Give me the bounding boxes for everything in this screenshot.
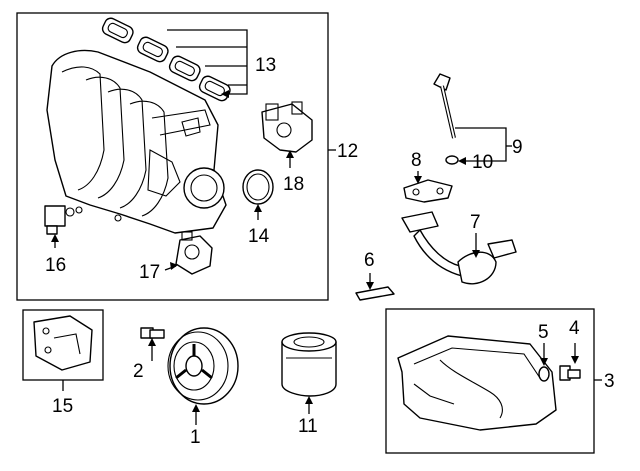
tube-gasket — [403, 179, 453, 203]
dipstick — [433, 73, 456, 139]
callout-18: 18 — [283, 174, 304, 195]
callout-17: 17 — [139, 262, 160, 283]
intake-manifold-group-frame — [16, 12, 329, 301]
callout-16: 16 — [45, 255, 66, 276]
callout-7: 7 — [470, 212, 481, 233]
baffle-bracket — [355, 286, 395, 301]
oil-pan-group-frame — [385, 308, 595, 454]
bracket — [33, 315, 93, 371]
callout-2: 2 — [133, 361, 144, 382]
oil-filter — [281, 332, 337, 397]
callout-12: 12 — [337, 141, 358, 162]
callout-8: 8 — [411, 150, 422, 171]
oil-pickup-tube — [401, 211, 517, 285]
pulley-bolt — [140, 327, 165, 339]
callout-14: 14 — [248, 226, 270, 247]
drain-washer — [538, 366, 550, 382]
callout-10: 10 — [472, 152, 493, 173]
callout-1: 1 — [190, 427, 201, 448]
oil-pan — [397, 335, 557, 431]
drain-plug — [559, 365, 581, 381]
callout-15: 15 — [52, 396, 73, 417]
intake-manifold — [46, 49, 227, 234]
intake-gaskets — [101, 17, 231, 102]
callout-11: 11 — [298, 416, 318, 437]
purge-valve — [175, 231, 213, 275]
callout-6: 6 — [364, 250, 375, 271]
arrowheads — [51, 90, 579, 412]
callout-3: 3 — [604, 371, 615, 392]
dipstick-o-ring — [445, 155, 459, 165]
callout-9: 9 — [512, 137, 523, 158]
callout-4: 4 — [569, 318, 580, 339]
control-valve — [261, 101, 313, 153]
callout-5: 5 — [538, 322, 549, 343]
crankshaft-pulley — [167, 327, 239, 405]
sensor — [44, 205, 75, 235]
callout-13: 13 — [255, 55, 276, 76]
